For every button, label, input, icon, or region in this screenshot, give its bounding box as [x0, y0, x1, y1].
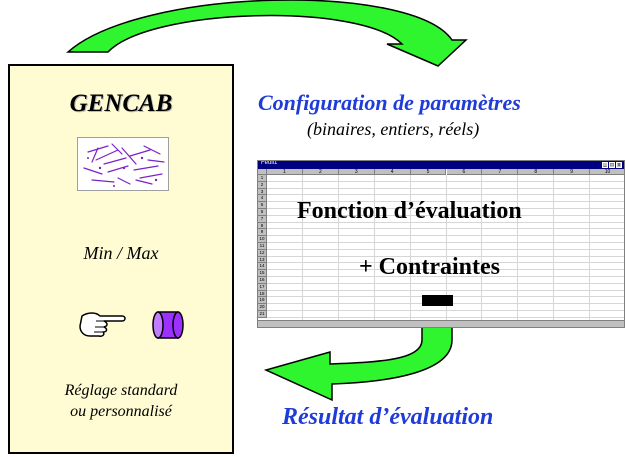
row-header[interactable]: 18	[258, 290, 267, 298]
row-header[interactable]: 20	[258, 304, 267, 311]
column-header[interactable]: 2	[302, 169, 339, 175]
window-buttons: _ □ x	[602, 162, 622, 168]
row-header[interactable]: 10	[258, 236, 267, 243]
row-header[interactable]: 6	[258, 209, 267, 216]
horizontal-scrollbar[interactable]	[258, 320, 624, 327]
spreadsheet-titlebar: Feuil1 _ □ x	[258, 161, 624, 169]
grid-vline	[445, 175, 447, 327]
grid-hline	[267, 282, 624, 284]
grid-hline	[267, 214, 624, 216]
settings-line1: Réglage standard	[64, 382, 178, 399]
config-title: Configuration de paramètres	[258, 90, 521, 115]
row-header[interactable]: 9	[258, 229, 267, 237]
grid-corner[interactable]	[258, 169, 267, 175]
grid-vline	[481, 175, 483, 327]
column-header[interactable]: 6	[446, 169, 483, 175]
row-header[interactable]: 4	[258, 195, 267, 203]
constraints-label: + Contraintes	[359, 254, 500, 280]
spreadsheet-title: Feuil1	[261, 160, 278, 166]
evaluation-function-label: Fonction d’évaluation	[297, 198, 522, 224]
row-header[interactable]: 2	[258, 181, 267, 189]
row-header[interactable]: 14	[258, 263, 267, 271]
grid-hline	[267, 194, 624, 196]
column-header[interactable]: 7	[482, 169, 519, 175]
grid-hline	[267, 180, 624, 182]
column-header[interactable]: 3	[338, 169, 375, 175]
gencab-title: GENCAB	[69, 90, 173, 117]
grid-hline	[267, 289, 624, 291]
result-label: Résultat d’évaluation	[282, 404, 494, 430]
column-header[interactable]: 1	[267, 169, 303, 175]
grid-hline	[267, 208, 624, 209]
row-header[interactable]: 12	[258, 249, 267, 257]
grid-hline	[267, 255, 624, 257]
row-header[interactable]: 21	[258, 311, 267, 318]
cylinder-icon	[152, 311, 184, 339]
column-header[interactable]: 8	[518, 169, 555, 175]
column-header[interactable]: 10	[590, 169, 624, 175]
grid-hline	[267, 310, 624, 311]
settings-line2: ou personnalisé	[70, 403, 172, 420]
settings-label: Réglage standard ou personnalisé	[10, 380, 232, 422]
grid-hline	[267, 262, 624, 264]
grid-vline	[409, 175, 411, 327]
grid-vline	[589, 175, 591, 327]
maximize-icon[interactable]: □	[609, 162, 615, 168]
column-header[interactable]: 5	[410, 169, 447, 175]
grid-hline	[267, 316, 624, 318]
row-header[interactable]: 16	[258, 277, 267, 284]
close-icon[interactable]: x	[616, 162, 622, 168]
hand-pointing-icon	[79, 312, 126, 337]
minus-bar	[422, 295, 453, 306]
bottom-curved-arrow	[263, 319, 453, 402]
row-header[interactable]: 3	[258, 188, 267, 196]
grid-hline	[267, 242, 624, 243]
grid-hline	[267, 221, 624, 223]
row-header[interactable]: 19	[258, 297, 267, 305]
top-curved-arrow	[66, 0, 468, 67]
grid-vline	[553, 175, 555, 327]
row-header[interactable]: 8	[258, 222, 267, 230]
row-header[interactable]: 17	[258, 283, 267, 291]
grid-vline	[301, 175, 303, 327]
grid-hline	[267, 248, 624, 250]
row-header[interactable]: 7	[258, 215, 267, 223]
column-header[interactable]: 9	[554, 169, 591, 175]
row-header[interactable]: 1	[258, 175, 267, 182]
min-max-label: Min / Max	[83, 243, 159, 263]
grid-hline	[267, 187, 624, 189]
row-header[interactable]: 5	[258, 202, 267, 209]
row-header[interactable]: 15	[258, 270, 267, 277]
grid-vline	[517, 175, 519, 327]
grid-hline	[267, 228, 624, 230]
minimize-icon[interactable]: _	[602, 162, 608, 168]
gencab-panel	[8, 64, 234, 454]
column-header[interactable]: 4	[374, 169, 411, 175]
grid-hline	[267, 276, 624, 277]
grid-vline	[337, 175, 339, 327]
microscope-fibers-icon	[77, 137, 169, 191]
row-header[interactable]: 11	[258, 243, 267, 250]
grid-vline	[373, 175, 375, 327]
grid-hline	[267, 235, 624, 237]
row-header[interactable]: 13	[258, 256, 267, 264]
config-subtitle: (binaires, entiers, réels)	[307, 119, 480, 139]
grid-hline	[267, 269, 624, 271]
grid-hline	[267, 201, 624, 203]
